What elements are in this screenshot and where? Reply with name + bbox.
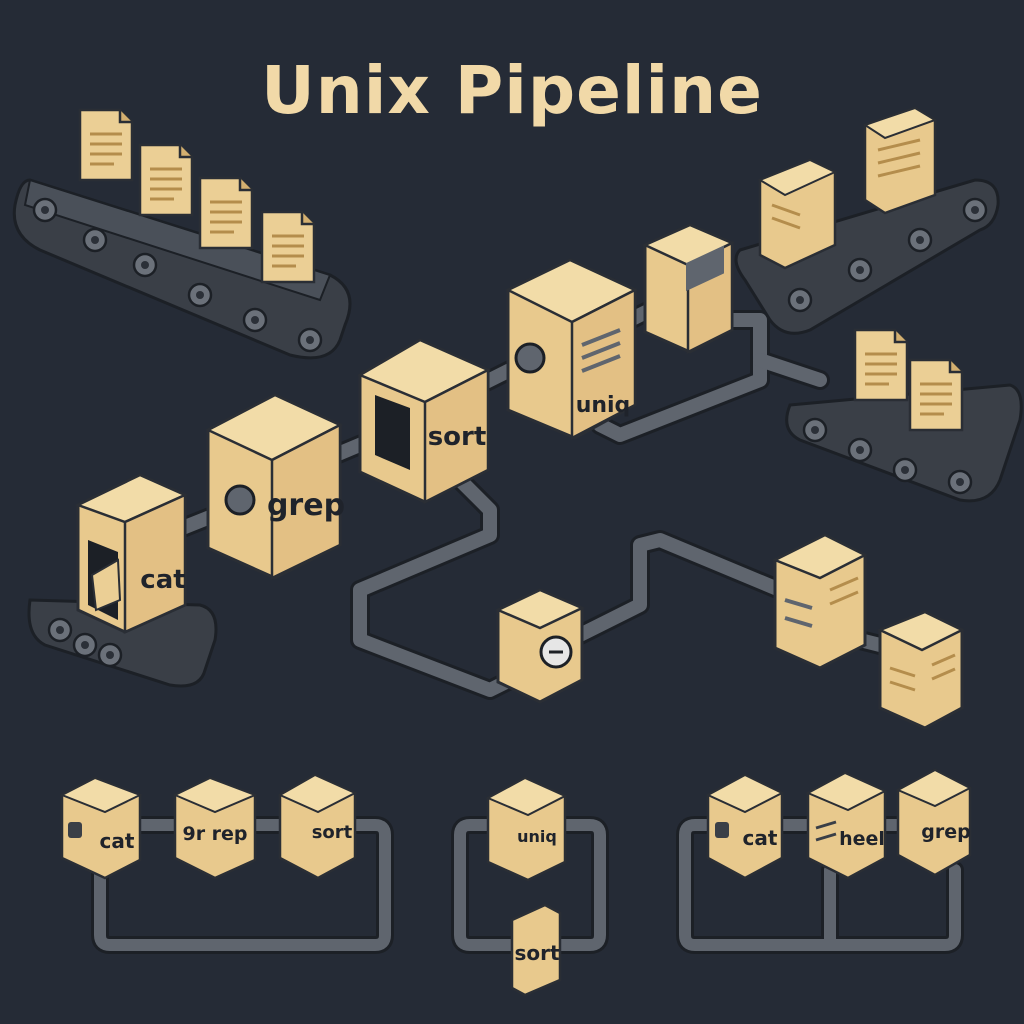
conveyor-input: [12, 108, 352, 360]
output-box-top: [641, 223, 735, 355]
command-box-cat[interactable]: cat: [74, 473, 189, 634]
page-title: Unix Pipeline: [261, 52, 763, 129]
sub1-box-cat[interactable]: cat: [59, 776, 143, 880]
sub2-doc-sort[interactable]: sort: [510, 903, 562, 997]
sub3-box-grep[interactable]: grep: [895, 768, 973, 877]
cat-label: cat: [140, 565, 185, 595]
sub-pipeline-2: uniq sort: [451, 776, 609, 997]
conveyor-cat-base: [27, 598, 218, 688]
conveyor-output-right: [785, 328, 1023, 503]
sub2-sort-label: sort: [514, 941, 560, 965]
filter-box-middle: [494, 588, 586, 704]
sub1-sort-label: sort: [312, 822, 353, 843]
document-icon: [908, 358, 964, 432]
sub3-box-heel[interactable]: heel: [805, 771, 888, 880]
sub-pipeline-3: cat heel grep: [676, 768, 973, 954]
document-icon: [78, 108, 134, 182]
document-icon: [138, 143, 194, 217]
output-file-box-2: [876, 610, 965, 730]
sub1-box-9r-rep[interactable]: 9r rep: [172, 776, 258, 880]
output-file-box-1: [771, 533, 868, 670]
document-icon: [853, 328, 909, 402]
sub3-heel-label: heel: [839, 828, 885, 850]
sub1-cat-label: cat: [100, 829, 135, 853]
document-icon: [260, 210, 316, 284]
uniq-label: uniq: [576, 393, 631, 418]
sub3-grep-label: grep: [921, 821, 970, 843]
command-box-grep[interactable]: grep: [205, 393, 345, 580]
grep-label: grep: [267, 488, 345, 523]
sub2-uniq-label: uniq: [517, 827, 557, 846]
sort-label: sort: [428, 422, 487, 452]
sub1-grep-label: 9r rep: [182, 823, 247, 845]
sub3-box-cat[interactable]: cat: [705, 773, 785, 880]
conveyor-output-top: [734, 106, 1000, 335]
sub2-box-uniq[interactable]: uniq: [485, 776, 568, 882]
sub-pipeline-1: cat 9r rep sort: [59, 773, 394, 954]
document-icon: [198, 176, 254, 250]
command-box-sort[interactable]: sort: [357, 338, 491, 505]
command-box-uniq[interactable]: uniq: [505, 258, 638, 441]
sub3-cat-label: cat: [743, 826, 778, 850]
sub1-box-sort[interactable]: sort: [277, 773, 358, 880]
